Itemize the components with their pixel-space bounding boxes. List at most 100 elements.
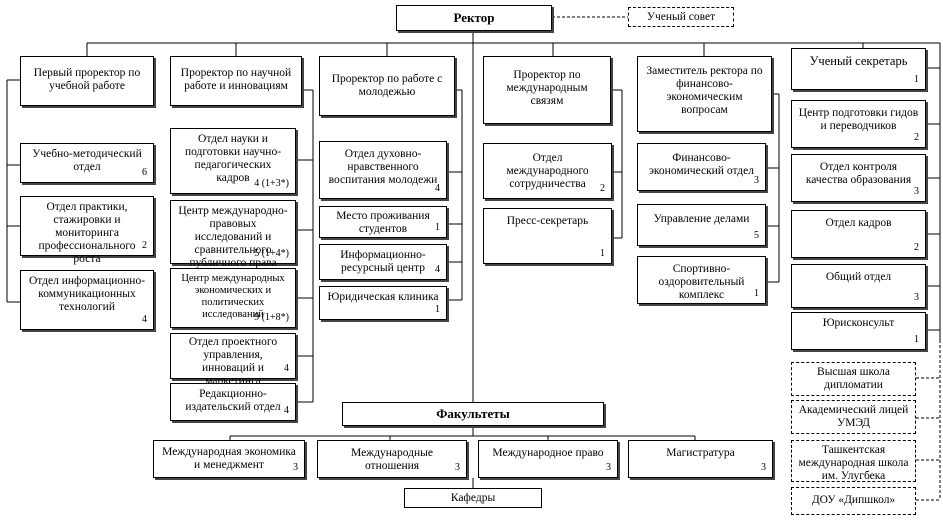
affiliated-box: Высшая школа дипломатии <box>791 362 916 396</box>
unit-box: Отдел контроля качества образования 3 <box>791 154 926 202</box>
unit-count: 3 <box>914 186 919 197</box>
rector-box: Ректор <box>396 5 552 31</box>
international-vice-rector-label: Проректор по международным связям <box>506 69 588 107</box>
unit-count: 9 (1+8*) <box>254 312 289 323</box>
faculty-box: Международная экономика и менеджмент 3 <box>153 440 305 478</box>
unit-count: 2 <box>142 240 147 251</box>
finance-deputy-rector-label: Заместитель ректора по финансово-экономи… <box>646 65 763 116</box>
unit-label: Управление делами <box>653 213 750 225</box>
first-vice-rector-box: Первый проректор по учебной работе <box>20 56 154 106</box>
unit-count: 1 <box>914 74 919 85</box>
unit-box: Отдел духовно-нравственного воспитания м… <box>319 141 447 199</box>
unit-label: Пресс-секретарь <box>506 215 589 227</box>
faculty-box: Международные отношения 3 <box>317 440 467 478</box>
academic-council-label: Ученый совет <box>646 11 716 23</box>
unit-count: 4 (1+3*) <box>254 178 289 189</box>
unit-count: 4 <box>435 183 440 194</box>
faculty-count: 3 <box>455 462 460 473</box>
unit-label: Центр международных экономических и поли… <box>181 273 285 320</box>
youth-vice-rector-box: Проректор по работе с молодежью <box>319 56 455 116</box>
unit-label: Отдел практики, стажировки и мониторинга… <box>38 201 136 265</box>
unit-label: Финансово-экономический отдел <box>648 152 755 177</box>
affiliated-label: Ташкентская международная школа им. Улуг… <box>798 444 909 482</box>
unit-count: 2 <box>600 183 605 194</box>
unit-label: Отдел информационно-коммуникационных тех… <box>28 275 146 313</box>
unit-box: Спортивно-оздоровительный комплекс 1 <box>637 256 766 304</box>
unit-label: Место проживания студентов <box>336 210 430 235</box>
unit-box: Редакционно-издательский отдел 4 <box>170 383 296 421</box>
unit-label: Отдел науки и подготовки научно-педагоги… <box>184 133 282 184</box>
unit-label: Юрисконсульт <box>822 317 895 329</box>
unit-box: Центр международно-правовых исследований… <box>170 200 296 269</box>
science-vice-rector-box: Проректор по научной работе и инновациям <box>170 56 302 106</box>
unit-box: Юридическая клиника 1 <box>319 286 447 320</box>
unit-box: Управление делами 5 <box>637 204 766 246</box>
unit-box: Отдел практики, стажировки и мониторинга… <box>20 196 154 265</box>
unit-box: Финансово-экономический отдел 3 <box>637 143 766 191</box>
unit-box: Пресс-секретарь 1 <box>483 208 612 264</box>
unit-box: Отдел информационно-коммуникационных тех… <box>20 270 154 330</box>
unit-label: Учебно-методический отдел <box>32 148 142 173</box>
unit-count: 6 <box>142 167 147 178</box>
affiliated-label: Высшая школа дипломатии <box>817 366 890 391</box>
faculty-label: Международная экономика и менеджмент <box>162 446 296 471</box>
unit-box: Общий отдел 3 <box>791 264 926 308</box>
unit-count: 1 <box>435 304 440 315</box>
unit-box: Юрисконсульт 1 <box>791 312 926 350</box>
youth-vice-rector-label: Проректор по работе с молодежью <box>331 73 443 98</box>
first-vice-rector-label: Первый проректор по учебной работе <box>33 67 141 92</box>
unit-label: Спортивно-оздоровительный комплекс <box>658 263 745 301</box>
faculties-label: Факультеты <box>436 406 510 421</box>
unit-count: 1 <box>754 288 759 299</box>
faculty-count: 3 <box>606 462 611 473</box>
faculty-label: Международное право <box>492 447 604 459</box>
unit-label: Центр международно-правовых исследований… <box>178 205 288 269</box>
faculty-box: Международное право 3 <box>478 440 618 478</box>
unit-label: Общий отдел <box>825 271 892 283</box>
rector-label: Ректор <box>453 10 495 25</box>
unit-label: Отдел контроля качества образования <box>805 161 912 186</box>
unit-label: Информационно-ресурсный центр <box>340 249 426 274</box>
unit-label: Центр подготовки гидов и переводчиков <box>798 107 919 132</box>
academic-council-box: Ученый совет <box>628 7 734 27</box>
unit-label: Редакционно-издательский отдел <box>185 388 281 413</box>
unit-label: Ученый секретарь <box>809 54 908 68</box>
affiliated-box: Академический лицей УМЭД <box>791 400 916 434</box>
unit-label: Юридическая клиника <box>327 291 439 303</box>
unit-box: Отдел проектного управления, инноваций и… <box>170 333 296 387</box>
unit-label: Отдел духовно-нравственного воспитания м… <box>328 148 438 186</box>
faculty-count: 3 <box>293 462 298 473</box>
unit-box: Центр международных экономических и поли… <box>170 268 296 328</box>
unit-box: Место проживания студентов 1 <box>319 206 447 238</box>
affiliated-label: ДОУ «Дипшкол» <box>811 494 896 506</box>
faculties-box: Факультеты <box>342 402 604 426</box>
unit-label: Отдел международного сотрудничества <box>506 152 589 190</box>
faculty-label: Международные отношения <box>351 447 433 472</box>
international-vice-rector-box: Проректор по международным связям <box>483 56 611 124</box>
departments-box: Кафедры <box>404 488 542 508</box>
affiliated-label: Академический лицей УМЭД <box>798 404 909 429</box>
unit-count: 4 <box>284 405 289 416</box>
unit-count: 1 <box>600 248 605 259</box>
unit-count: 1 <box>435 222 440 233</box>
unit-box: Учебно-методический отдел 6 <box>20 143 154 183</box>
affiliated-box: ДОУ «Дипшкол» <box>791 487 916 515</box>
unit-box: Отдел науки и подготовки научно-педагоги… <box>170 128 296 194</box>
unit-count: 3 <box>754 175 759 186</box>
unit-box: Центр подготовки гидов и переводчиков 2 <box>791 100 926 148</box>
unit-count: 4 <box>435 264 440 275</box>
faculty-count: 3 <box>761 462 766 473</box>
unit-label: Отдел проектного управления, инноваций и… <box>188 336 278 387</box>
faculty-box: Магистратура 3 <box>628 440 773 478</box>
unit-count: 5 (1+4*) <box>254 248 289 259</box>
unit-count: 3 <box>914 292 919 303</box>
unit-count: 5 <box>754 230 759 241</box>
unit-count: 1 <box>914 334 919 345</box>
unit-box: Отдел международного сотрудничества 2 <box>483 143 612 199</box>
unit-box: Отдел кадров 2 <box>791 210 926 258</box>
unit-count: 2 <box>914 132 919 143</box>
unit-count: 2 <box>914 242 919 253</box>
science-vice-rector-label: Проректор по научной работе и инновациям <box>180 67 292 92</box>
unit-box: Информационно-ресурсный центр 4 <box>319 244 447 280</box>
faculty-label: Магистратура <box>666 447 735 459</box>
